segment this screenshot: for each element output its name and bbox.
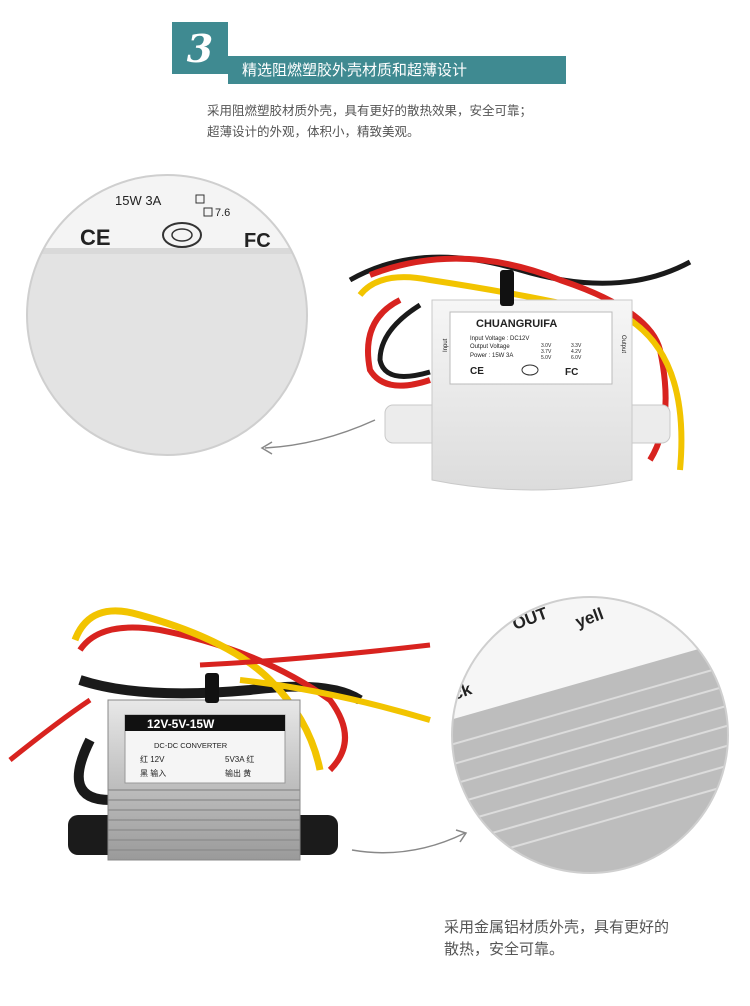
section2-description-line2: 散热，安全可靠。 (444, 940, 565, 958)
wire-red-left (365, 297, 431, 389)
zoom-fc-mark: FC (244, 230, 271, 252)
arrow-connector-2 (351, 832, 466, 854)
section-title: 精选阻燃塑胶外壳材质和超薄设计 (228, 56, 566, 84)
converter-black-in: 黑 输入 (140, 768, 166, 778)
zoom-text-top: 15W 3A (115, 193, 162, 208)
wire-clip-black-2 (205, 673, 219, 703)
wire-yellow-right-end (239, 677, 431, 723)
product-input-side: Input (443, 338, 449, 352)
product-input-voltage: Input Voltage : DC12V (470, 336, 529, 342)
section2-description-line1: 采用金属铝材质外壳，具有更好的 (444, 918, 670, 936)
product-power: Power : 15W 3A (470, 353, 513, 359)
converter-model: 12V-5V-15W (147, 717, 215, 731)
zoom-text-top2: 7.6 (215, 207, 230, 219)
wire-black-top (348, 254, 692, 286)
wire-black-loop (78, 675, 363, 705)
section1-description: 采用阻燃塑胶材质外壳，具有更好的散热效果，安全可靠； 超薄设计的外观，体积小，精… (207, 100, 667, 142)
opt-1: 3.0V (541, 343, 552, 349)
arrow-connector-1 (264, 419, 376, 449)
opt-4: 4.2V (571, 349, 582, 355)
product-output-voltage: Output Voltage (470, 344, 510, 350)
wire-yellow-loop (71, 607, 324, 771)
converter-in-label: 红 12V (140, 754, 165, 764)
section-number: 3 (186, 25, 214, 71)
product-ce: CE (470, 366, 484, 377)
section2-description: 采用金属铝材质外壳，具有更好的 散热，安全可靠。 (444, 916, 744, 960)
wire-black-left (377, 302, 431, 379)
wire-red-loop (77, 624, 348, 773)
converter-type: DC-DC CONVERTER (154, 741, 228, 750)
zoom-ce-mark: CE (80, 225, 111, 250)
opt-2: 3.3V (571, 343, 582, 349)
product-brand: CHUANGRUIFA (476, 318, 557, 330)
product-label-sticker (449, 311, 613, 385)
product-fc: FC (565, 367, 578, 378)
product-output-side: Output (620, 335, 626, 353)
section-number-badge: 3 (172, 22, 228, 74)
opt-5: 5.0V (541, 355, 552, 361)
product-ccc-icon (521, 364, 539, 376)
wire-red-right-end (199, 642, 431, 668)
opt-6: 6.0V (571, 355, 582, 361)
wire-clip-black (500, 270, 514, 306)
opt-3: 3.7V (541, 349, 552, 355)
section1-description-line2: 超薄设计的外观，体积小，精致美观。 (207, 124, 420, 139)
converter-out-label: 5V3A 红 (225, 754, 254, 764)
zoom-circle-plastic: 15W 3A 7.6 CE FC (27, 175, 307, 455)
section1-description-line1: 采用阻燃塑胶材质外壳，具有更好的散热效果，安全可靠； (207, 103, 533, 118)
ccc-icon (162, 222, 202, 248)
wire-red-left-end (8, 697, 92, 762)
converter-out-yellow: 输出 黄 (225, 768, 251, 778)
